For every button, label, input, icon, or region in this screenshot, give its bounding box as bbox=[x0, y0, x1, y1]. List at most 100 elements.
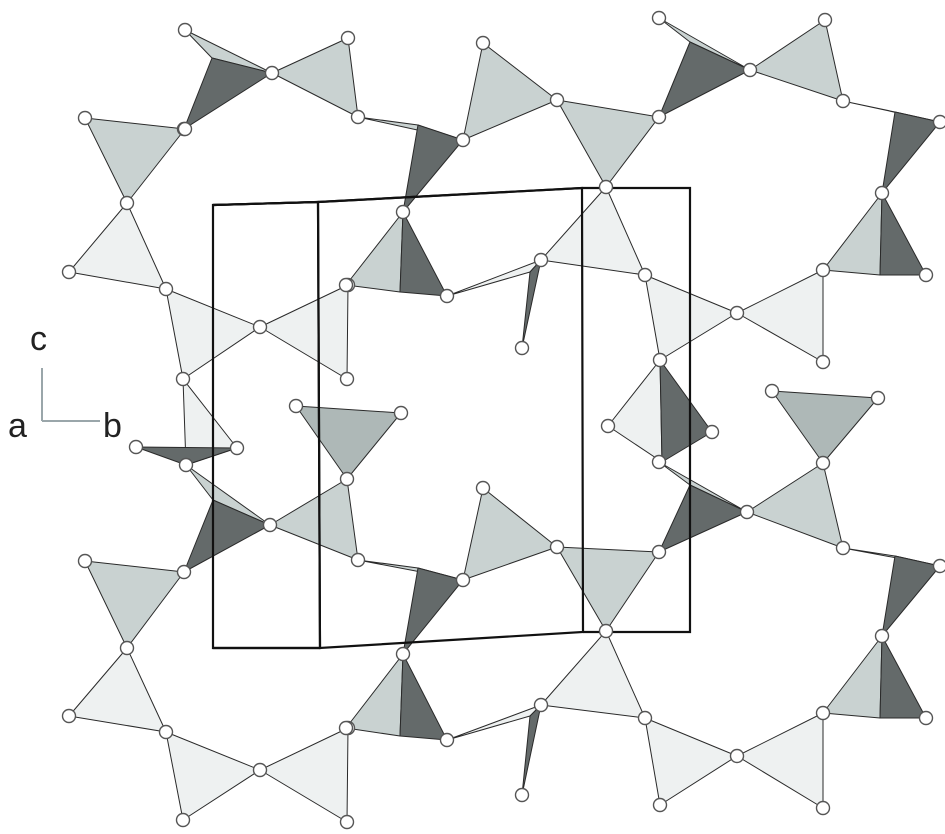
atom-sphere bbox=[393, 405, 409, 421]
atom-sphere bbox=[455, 132, 471, 148]
tetrahedron-face bbox=[345, 653, 404, 737]
atom-sphere bbox=[651, 109, 667, 125]
atom-sphere bbox=[339, 371, 355, 387]
tetrahedron-face bbox=[259, 727, 349, 823]
atom-sphere bbox=[918, 710, 934, 726]
tetrahedron-face bbox=[135, 446, 238, 466]
atom-sphere bbox=[175, 812, 191, 828]
tetrahedron-face bbox=[446, 704, 542, 741]
tetrahedron-face bbox=[165, 731, 261, 821]
atom-sphere bbox=[815, 800, 831, 816]
atom-sphere bbox=[764, 383, 780, 399]
atom-sphere bbox=[439, 288, 455, 304]
atom-sphere bbox=[252, 319, 268, 335]
atom-sphere bbox=[533, 697, 549, 713]
tetrahedron-face bbox=[540, 630, 646, 719]
unit-cell-left-top-edge bbox=[212, 200, 319, 207]
atom-sphere bbox=[874, 628, 890, 644]
tetrahedron-face bbox=[644, 717, 738, 806]
atom-sphere bbox=[598, 623, 614, 639]
atom-sphere bbox=[77, 553, 93, 569]
atom-sphere bbox=[652, 352, 668, 368]
atom-sphere bbox=[177, 22, 193, 38]
tetrahedron-face bbox=[462, 42, 558, 141]
atom-sphere bbox=[339, 471, 355, 487]
atom-sphere bbox=[338, 277, 354, 293]
atom-sphere bbox=[288, 398, 304, 414]
atom-sphere bbox=[395, 204, 411, 220]
atom-sphere bbox=[252, 762, 268, 778]
atom-sphere bbox=[340, 30, 356, 46]
tetrahedron-face bbox=[399, 653, 448, 741]
atom-sphere bbox=[178, 457, 194, 473]
b-axis-label: b bbox=[103, 407, 122, 445]
atom-sphere bbox=[817, 12, 833, 28]
atom-sphere bbox=[815, 262, 831, 278]
atom-sphere bbox=[158, 281, 174, 297]
tetrahedron-face bbox=[556, 546, 660, 632]
tetrahedron-face bbox=[345, 211, 404, 293]
unit-cell bbox=[211, 186, 692, 650]
atom-sphere bbox=[874, 185, 890, 201]
tetrahedron-face bbox=[462, 487, 558, 581]
atom-sphere bbox=[918, 267, 934, 283]
atom-sphere bbox=[729, 748, 745, 764]
tetrahedron-face bbox=[521, 704, 542, 796]
c-axis-label: c bbox=[30, 320, 47, 358]
tetrahedron-face bbox=[736, 712, 824, 809]
atom-sphere bbox=[128, 439, 144, 455]
atom-sphere bbox=[651, 454, 667, 470]
a-axis-label: a bbox=[8, 407, 27, 445]
tetrahedron-face bbox=[84, 117, 186, 204]
tetrahedron-face bbox=[259, 284, 349, 380]
atom-sphere bbox=[815, 455, 831, 471]
tetrahedron-face bbox=[295, 405, 402, 480]
atom-sphere bbox=[651, 544, 667, 560]
atom-sphere bbox=[119, 640, 135, 656]
tetrahedron-face bbox=[399, 211, 448, 297]
atom-sphere bbox=[549, 92, 565, 108]
atom-sphere bbox=[262, 517, 278, 533]
tetrahedron-face bbox=[183, 499, 271, 573]
atom-sphere bbox=[704, 424, 720, 440]
atom-sphere bbox=[514, 787, 530, 803]
tetrahedron-face bbox=[658, 41, 751, 118]
tetrahedron-face bbox=[879, 635, 927, 719]
tetrahedron-face bbox=[746, 462, 844, 549]
atoms-layer bbox=[61, 10, 945, 830]
atom-sphere bbox=[339, 814, 355, 830]
tetrahedron-face bbox=[822, 635, 883, 719]
atom-sphere bbox=[229, 440, 245, 456]
tetrahedron-face bbox=[68, 202, 167, 290]
atom-sphere bbox=[119, 195, 135, 211]
tetrahedron-face bbox=[822, 192, 883, 276]
atom-sphere bbox=[475, 35, 491, 51]
atom-sphere bbox=[176, 564, 192, 580]
atom-sphere bbox=[815, 354, 831, 370]
tetrahedron-face bbox=[402, 567, 464, 655]
atom-sphere bbox=[835, 540, 851, 556]
atom-sphere bbox=[61, 264, 77, 280]
atom-sphere bbox=[549, 539, 565, 555]
atom-sphere bbox=[651, 10, 667, 26]
atom-sphere bbox=[742, 62, 758, 78]
atom-sphere bbox=[338, 720, 354, 736]
atom-sphere bbox=[637, 267, 653, 283]
atom-sphere bbox=[514, 340, 530, 356]
atom-sphere bbox=[475, 480, 491, 496]
tetrahedron-face bbox=[771, 390, 879, 464]
tetrahedron-face bbox=[446, 259, 542, 297]
tetrahedron-face bbox=[881, 111, 941, 194]
atom-sphere bbox=[455, 572, 471, 588]
atom-sphere bbox=[350, 552, 366, 568]
unit-cell-front-face bbox=[211, 200, 322, 650]
tetrahedron-face bbox=[68, 647, 167, 733]
tetrahedron-face bbox=[84, 560, 185, 649]
atom-sphere bbox=[395, 646, 411, 662]
atom-sphere bbox=[61, 708, 77, 724]
atom-sphere bbox=[600, 418, 616, 434]
tetrahedron-face bbox=[183, 57, 273, 130]
tetrahedron-face bbox=[556, 99, 660, 188]
atom-sphere bbox=[739, 504, 755, 520]
atom-sphere bbox=[533, 252, 549, 268]
